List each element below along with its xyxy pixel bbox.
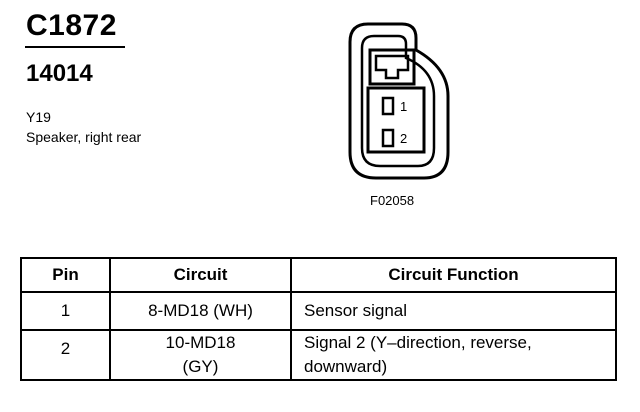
circuit-line-2: (GY) (182, 357, 219, 376)
connector-latch-notch (374, 54, 410, 80)
pin-cell: 1 (20, 291, 111, 331)
table-header-row: Pin Circuit Circuit Function (20, 257, 617, 293)
connector-id: C1872 (26, 9, 117, 42)
connector-inner-housing (360, 34, 436, 168)
part-number: 14014 (26, 60, 93, 87)
pin-1-label: 1 (400, 99, 407, 114)
pin-cavity (366, 86, 426, 154)
pin-2-terminal (381, 128, 395, 148)
pinout-table: Pin Circuit Circuit Function 1 8-MD18 (W… (20, 257, 617, 381)
circuit-function-cell: Sensor signal (290, 291, 617, 331)
circuit-cell: 8-MD18 (WH) (109, 291, 292, 331)
function-line-2: downward) (304, 357, 388, 376)
figure-reference: F02058 (370, 193, 415, 208)
title-underline (25, 46, 125, 48)
pin-1-terminal (381, 96, 395, 116)
pin-cell: 2 (20, 329, 111, 381)
column-header-pin: Pin (20, 257, 111, 293)
function-line-1: Signal 2 (Y–direction, reverse, (304, 333, 532, 352)
circuit-function-cell: Signal 2 (Y–direction, reverse, downward… (290, 329, 617, 381)
connector-description: Speaker, right rear (26, 129, 142, 145)
connector-outer-housing (348, 22, 450, 180)
table-row: 2 10-MD18 (GY) Signal 2 (Y–direction, re… (20, 329, 617, 381)
circuit-line-1: 10-MD18 (165, 333, 236, 352)
connector-latch (368, 48, 416, 86)
pin-2-label: 2 (400, 131, 407, 146)
connector-face-diagram: 1 2 (348, 22, 450, 180)
circuit-cell: 10-MD18 (GY) (109, 329, 292, 381)
location-code: Y19 (26, 109, 51, 125)
column-header-circuit-function: Circuit Function (290, 257, 617, 293)
column-header-circuit: Circuit (109, 257, 292, 293)
table-row: 1 8-MD18 (WH) Sensor signal (20, 291, 617, 331)
